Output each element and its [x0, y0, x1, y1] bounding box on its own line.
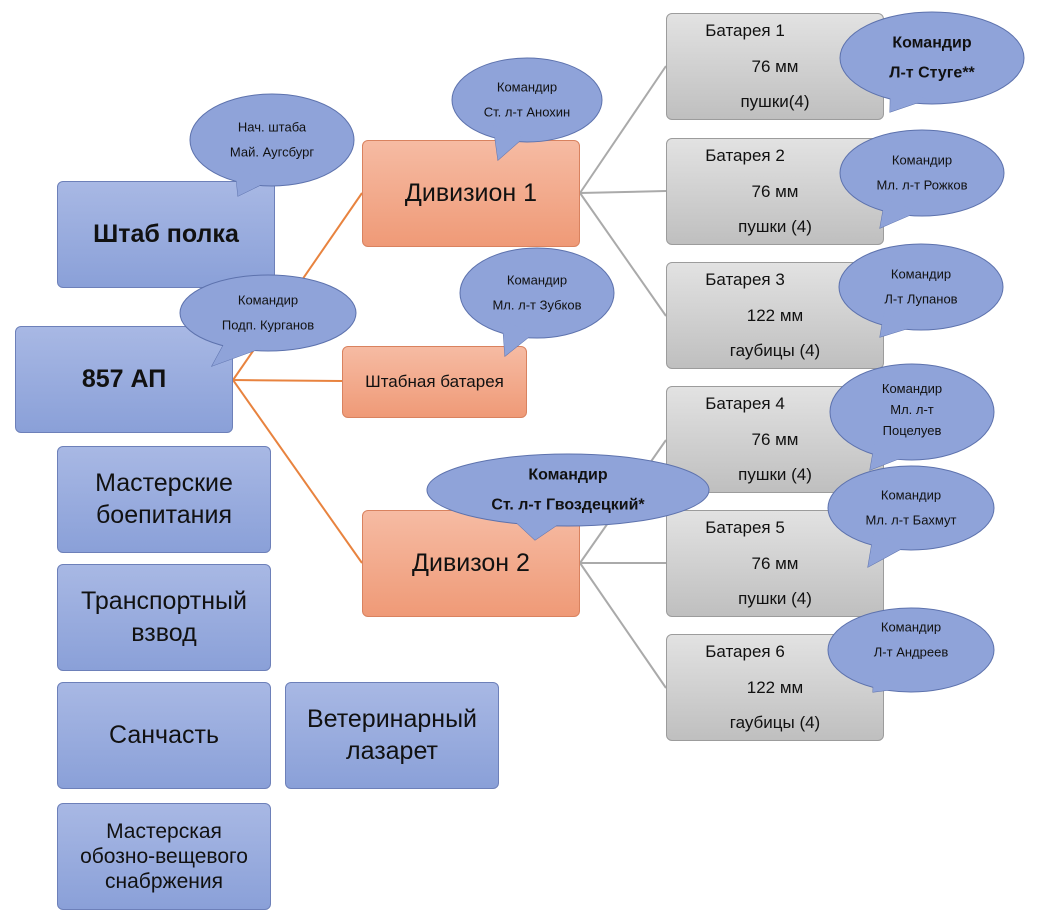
hq-box: Штаб полка — [57, 181, 275, 288]
battery-2-box: Батарея 2 76 мм пушки (4) — [666, 138, 884, 245]
bubble-title: Командир — [496, 79, 558, 95]
bubble-name: Подп. Курганов — [221, 317, 315, 332]
bubble-name: Мл. л-т Бахмут — [865, 512, 957, 527]
battery-name: Батарея 4 — [705, 393, 785, 413]
bubble-name: Ст. л-т Гвоздецкий* — [491, 496, 645, 513]
battery-weapons: 122 мм гаубицы (4) — [729, 677, 821, 733]
bubble-title: Командир — [528, 466, 608, 484]
hq-battery-box: Штабная батарея — [342, 346, 527, 418]
regiment-box: 857 АП — [15, 326, 233, 433]
bubble-name: Л-т Стуге** — [889, 64, 975, 81]
bubble-title: Командир — [881, 380, 943, 396]
bubble-title: Командир — [890, 266, 952, 282]
battery-1-box: Батарея 1 76 мм пушки(4) — [666, 13, 884, 120]
hq-battery-label: Штабная батарея — [365, 372, 504, 392]
battery-weapons: 76 мм пушки (4) — [738, 429, 812, 485]
bubble-name: Мл. л-т — [890, 401, 934, 417]
bubble-name: Ст. л-т Анохин — [483, 104, 571, 119]
bubble-title: Командир — [237, 292, 299, 308]
unit-label: Мастерская — [106, 819, 222, 843]
battery-6-box: Батарея 6 122 мм гаубицы (4) — [666, 634, 884, 741]
battery-name: Батарея 5 — [705, 517, 785, 537]
connector-div1-bat3 — [579, 192, 667, 317]
bubble-name: Мл. л-т Рожков — [876, 177, 968, 192]
division-2-box: Дивизон 2 — [362, 510, 580, 617]
division-1-box: Дивизион 1 — [362, 140, 580, 247]
battery-name: Батарея 2 — [705, 145, 785, 165]
division-label: Дивизион 1 — [404, 178, 538, 207]
bubble-title: Нач. штаба — [237, 119, 307, 135]
bubble-title: Командир — [891, 152, 953, 168]
connector-div2-bat6 — [579, 562, 667, 689]
connector-div1-bat1 — [579, 65, 667, 194]
battery-weapons: 76 мм пушки (4) — [738, 553, 812, 609]
unit-label: лазарет — [345, 736, 438, 765]
unit-label: Мастерские — [95, 469, 233, 498]
connector-div1-bat2 — [579, 190, 667, 194]
support-unit-medical: Санчасть — [57, 682, 271, 789]
bubble-title: Командир — [892, 34, 972, 52]
battery-weapons: 76 мм пушки(4) — [740, 56, 810, 112]
bubble-title: Командир — [880, 619, 942, 635]
battery-weapons: 122 мм гаубицы (4) — [729, 305, 821, 361]
unit-label: взвод — [131, 618, 197, 647]
bubble-name: Л-т Лупанов — [884, 291, 958, 306]
battery-name: Батарея 3 — [705, 269, 785, 289]
unit-label: Санчасть — [109, 720, 219, 749]
battery-4-box: Батарея 4 76 мм пушки (4) — [666, 386, 884, 493]
unit-label: снабржения — [105, 870, 223, 894]
unit-label: Транспортный — [81, 587, 247, 616]
bubble-name: Мл. л-т Зубков — [492, 297, 582, 312]
bubble-name: Май. Аугсбург — [229, 144, 315, 159]
connector-regiment-hqbattery — [232, 379, 343, 382]
bubble-title: Командир — [880, 487, 942, 503]
bubble-name: Поцелуев — [882, 422, 942, 438]
unit-label: обозно-вещевого — [80, 844, 248, 868]
battery-name: Батарея 1 — [705, 20, 785, 40]
unit-label: Ветеринарный — [306, 705, 478, 734]
bubble-title: Командир — [506, 272, 568, 288]
battery-3-box: Батарея 3 122 мм гаубицы (4) — [666, 262, 884, 369]
bubble-name: Л-т Андреев — [873, 644, 949, 659]
battery-weapons: 76 мм пушки (4) — [738, 181, 812, 237]
regiment-label: 857 АП — [81, 364, 167, 393]
hq-label: Штаб полка — [93, 219, 239, 248]
unit-label: боепитания — [95, 500, 232, 529]
division-label: Дивизон 2 — [412, 548, 530, 577]
battery-name: Батарея 6 — [705, 641, 785, 661]
battery-5-box: Батарея 5 76 мм пушки (4) — [666, 510, 884, 617]
